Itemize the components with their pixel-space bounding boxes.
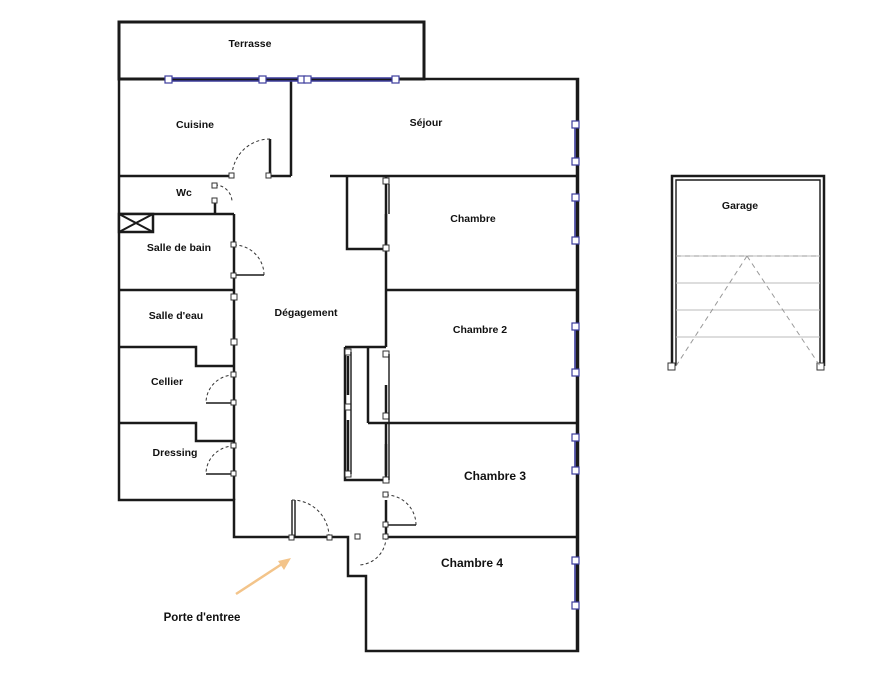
label-salle-de-bain: Salle de bain xyxy=(147,242,211,254)
label-cuisine: Cuisine xyxy=(176,119,214,131)
label-chambre-4: Chambre 4 xyxy=(441,556,503,570)
garage-outline xyxy=(670,174,826,366)
label-salle-d-eau: Salle d'eau xyxy=(149,310,203,322)
label-terrasse: Terrasse xyxy=(228,38,271,50)
label-garage: Garage xyxy=(722,200,758,212)
room-labels: Terrasse Cuisine Séjour Wc Salle de bain… xyxy=(147,38,758,624)
label-chambre-2: Chambre 2 xyxy=(453,324,507,336)
label-chambre: Chambre xyxy=(450,213,496,225)
label-wc: Wc xyxy=(176,187,192,199)
entrance-arrow-icon xyxy=(235,558,291,596)
label-chambre-3: Chambre 3 xyxy=(464,469,526,483)
label-entrance: Porte d'entree xyxy=(164,612,241,624)
label-sejour: Séjour xyxy=(410,117,443,129)
label-cellier: Cellier xyxy=(151,376,183,388)
label-dressing: Dressing xyxy=(153,447,198,459)
outer-walls xyxy=(117,20,826,653)
doors xyxy=(205,138,825,566)
vent-box-icon xyxy=(117,212,155,234)
windows xyxy=(164,75,580,610)
terrasse-outline xyxy=(117,20,426,81)
garage-door xyxy=(675,255,821,367)
label-degagement: Dégagement xyxy=(274,307,338,319)
